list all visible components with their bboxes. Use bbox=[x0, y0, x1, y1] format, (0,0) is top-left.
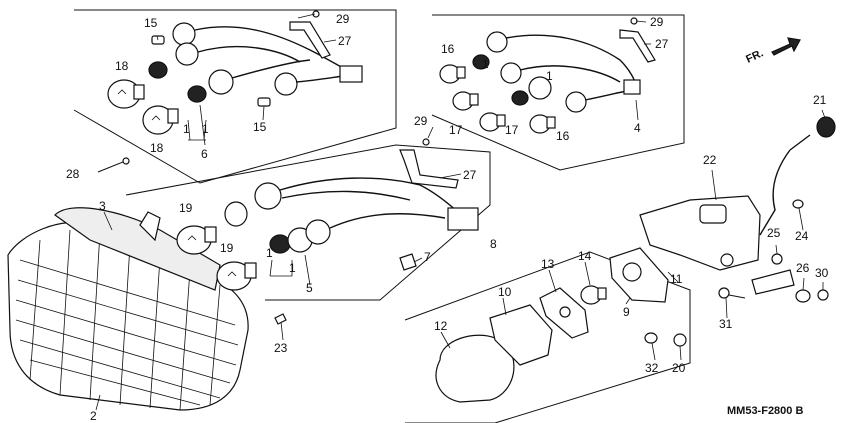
callout-17-left: 17 bbox=[449, 123, 463, 137]
callout-27-upper-left: 27 bbox=[338, 34, 352, 48]
callout-30: 30 bbox=[815, 266, 829, 280]
callout-1-c: 1 bbox=[482, 57, 489, 71]
callout-labels: 2 3 4 5 6 7 28 9 10 11 12 13 14 8 15 15 … bbox=[66, 12, 829, 423]
front-direction-arrow: FR. bbox=[744, 37, 801, 66]
callout-22: 22 bbox=[703, 153, 717, 167]
washer-20 bbox=[673, 333, 687, 347]
callout-25: 25 bbox=[767, 226, 781, 240]
callout-1-a: 1 bbox=[183, 122, 190, 136]
callout-2: 2 bbox=[90, 409, 97, 423]
bulb-18-upper bbox=[107, 79, 145, 109]
callout-29-upper-right: 29 bbox=[650, 15, 664, 29]
callout-31: 31 bbox=[719, 317, 733, 331]
callout-21: 21 bbox=[813, 93, 827, 107]
bulb-16-lower bbox=[529, 114, 556, 134]
bulb-18-lower bbox=[142, 105, 179, 135]
socket-harness-right bbox=[472, 31, 641, 113]
callout-23: 23 bbox=[274, 341, 288, 355]
callout-13: 13 bbox=[541, 257, 555, 271]
callout-12: 12 bbox=[434, 319, 448, 333]
nut-30 bbox=[817, 289, 829, 301]
callout-19-upper: 19 bbox=[179, 201, 193, 215]
plate-13 bbox=[539, 287, 589, 339]
callout-7: 7 bbox=[424, 250, 431, 264]
callout-14: 14 bbox=[578, 249, 592, 263]
screw-23 bbox=[274, 313, 287, 325]
group-box-license-light bbox=[404, 251, 691, 423]
callout-29-upper-left: 29 bbox=[336, 12, 350, 26]
bolt-24 bbox=[792, 199, 804, 209]
nut-7 bbox=[399, 253, 417, 271]
bracket-27-center bbox=[399, 149, 459, 189]
screw-32 bbox=[644, 332, 658, 344]
bracket-27-upper-right bbox=[619, 29, 656, 63]
callout-1-b: 1 bbox=[202, 122, 209, 136]
callout-24: 24 bbox=[795, 229, 809, 243]
callout-6: 6 bbox=[201, 147, 208, 161]
callout-8: 8 bbox=[490, 237, 497, 251]
leader-lines bbox=[95, 13, 826, 411]
callout-17-mid: 17 bbox=[505, 123, 519, 137]
callout-4: 4 bbox=[634, 121, 641, 135]
callout-5: 5 bbox=[306, 281, 313, 295]
bolt-31 bbox=[718, 287, 746, 299]
callout-1-d: 1 bbox=[546, 69, 553, 83]
bulb-14 bbox=[580, 285, 607, 305]
callout-19-lower: 19 bbox=[220, 241, 234, 255]
callout-18-upper: 18 bbox=[115, 59, 129, 73]
bulb-15-lower bbox=[257, 97, 271, 107]
callout-16-upper: 16 bbox=[441, 42, 455, 56]
bulb-17-mid bbox=[479, 112, 506, 132]
callout-11: 11 bbox=[670, 272, 683, 286]
bulb-16-upper bbox=[439, 64, 466, 84]
group-box-center bbox=[125, 144, 491, 301]
callout-20: 20 bbox=[672, 361, 686, 375]
callout-16-lower: 16 bbox=[556, 129, 570, 143]
socket-harness-center bbox=[224, 177, 479, 254]
bulb-19-lower bbox=[216, 261, 257, 291]
callout-32: 32 bbox=[645, 361, 659, 375]
nut-25 bbox=[771, 253, 783, 265]
callout-1-e: 1 bbox=[266, 246, 273, 260]
bulb-17-left bbox=[452, 91, 479, 111]
screw-28 bbox=[97, 157, 130, 173]
diagram-code: MM53-F2800 B bbox=[727, 405, 803, 417]
wire-grommet-21 bbox=[759, 116, 836, 236]
callout-10: 10 bbox=[498, 285, 512, 299]
callout-28: 28 bbox=[66, 167, 80, 181]
socket-harness-left bbox=[148, 22, 363, 103]
callout-29-center: 29 bbox=[414, 114, 428, 128]
rear-fender-bracket-22 bbox=[639, 195, 795, 295]
callout-15-lower: 15 bbox=[253, 120, 267, 134]
gasket-10 bbox=[489, 304, 553, 366]
callout-9: 9 bbox=[623, 305, 630, 319]
callout-27-center: 27 bbox=[463, 168, 477, 182]
license-light-lens-12 bbox=[435, 334, 515, 403]
callout-18-lower: 18 bbox=[150, 141, 164, 155]
callout-27-upper-right: 27 bbox=[655, 37, 669, 51]
bulb-19-upper bbox=[176, 225, 217, 255]
license-light-base-9 bbox=[609, 247, 669, 303]
spacer-26 bbox=[795, 289, 811, 303]
callout-26: 26 bbox=[796, 261, 810, 275]
callout-3: 3 bbox=[99, 199, 106, 213]
group-box-right-harness bbox=[431, 14, 685, 171]
screw-29-upper-left bbox=[312, 10, 320, 18]
bracket-27-upper-left bbox=[289, 21, 331, 59]
callout-1-f: 1 bbox=[289, 261, 296, 275]
screw-29-center bbox=[422, 138, 430, 146]
direction-label: FR. bbox=[744, 47, 765, 65]
group-box-left-harness bbox=[73, 9, 397, 184]
callout-15-upper: 15 bbox=[144, 16, 158, 30]
